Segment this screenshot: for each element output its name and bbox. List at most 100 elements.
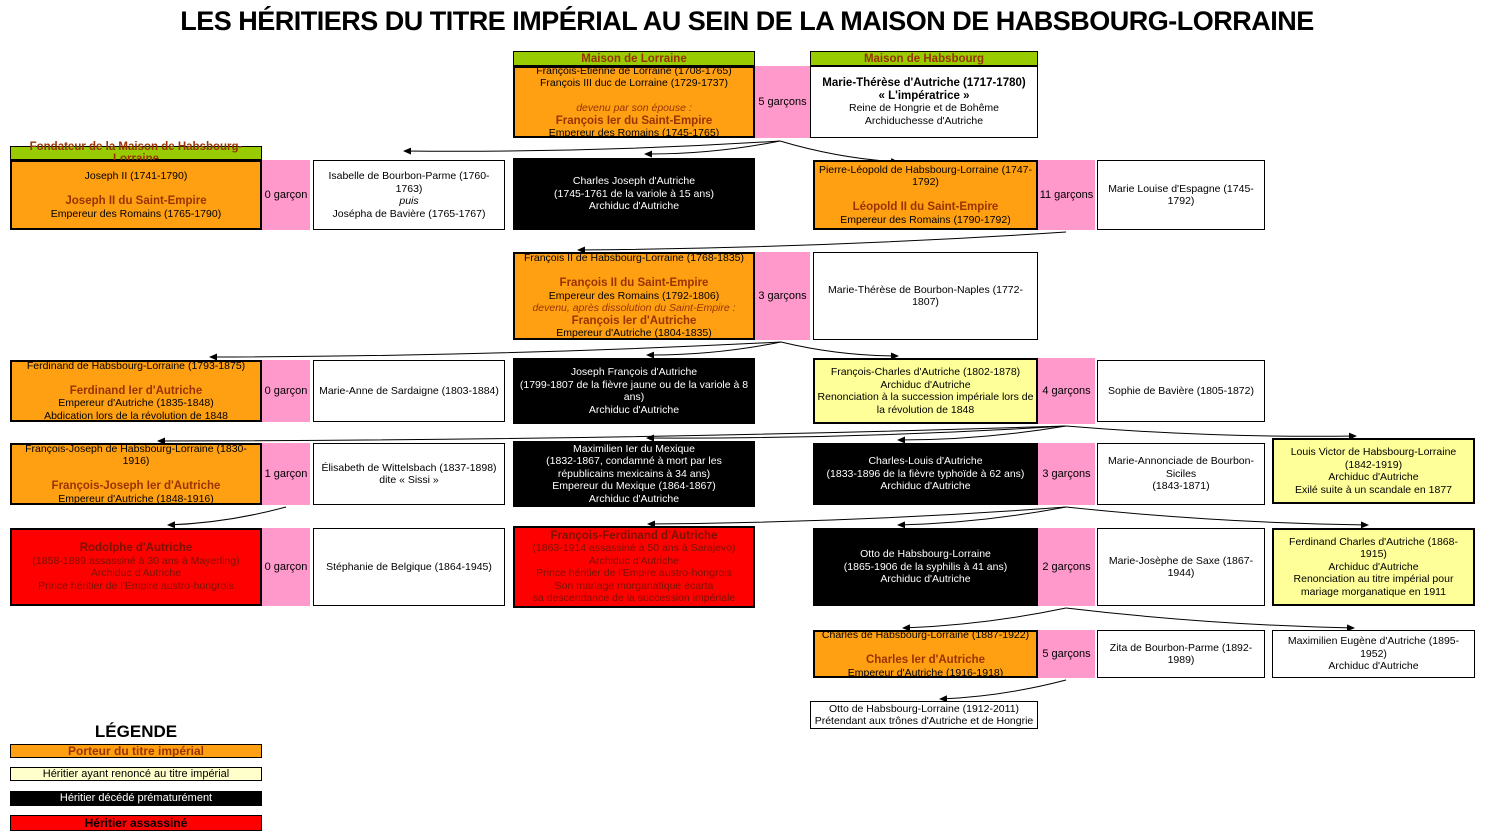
person-line: Joseph François d'Autriche <box>570 366 698 378</box>
person-line: Joseph II (1741-1790) <box>84 170 188 182</box>
person-line: (1865-1906 de la syphilis à 41 ans) <box>843 560 1008 573</box>
person-line: Charles Ier d'Autriche <box>865 654 986 666</box>
person-line: Archiduc d'Autriche <box>588 554 680 567</box>
person-box-otto-1912: Otto de Habsbourg-Lorraine (1912-2011)Pr… <box>810 701 1038 729</box>
person-box-marie-anne: Marie-Anne de Sardaigne (1803-1884) <box>313 360 505 422</box>
person-box-charles-joseph: Charles Joseph d'Autriche(1745-1761 de l… <box>513 158 755 230</box>
descendant-arrow <box>209 341 782 361</box>
person-line: Archiduc d'Autriche <box>588 403 680 416</box>
person-line: Exilé suite à un scandale en 1877 <box>1294 483 1453 496</box>
person-line: François II du Saint-Empire <box>559 277 709 290</box>
person-box-zita: Zita de Bourbon-Parme (1892-1989) <box>1097 630 1265 678</box>
person-line: Pierre-Léopold de Habsbourg-Lorraine (17… <box>818 163 1033 189</box>
person-line: Renonciation au titre impérial pour mari… <box>1293 573 1454 598</box>
person-line: Marie-Thérèse d'Autriche (1717-1780) <box>822 77 1026 89</box>
descendant-arrow <box>646 425 1067 442</box>
person-line <box>517 90 751 103</box>
person-box-maximilien: Maximilien Ier du Mexique(1832-1867, con… <box>513 441 755 507</box>
person-box-lorraine: François-Étienne de Lorraine (1708-1765)… <box>513 65 755 139</box>
legend-item-black: Héritier décédé prématurément <box>10 791 262 806</box>
person-box-joseph2: Joseph II (1741-1790) Joseph II du Saint… <box>10 160 262 230</box>
person-line: Abdication lors de la révolution de 1848 <box>44 409 228 422</box>
descendant-arrow <box>646 341 782 359</box>
person-line <box>14 468 258 481</box>
descendant-arrow <box>939 679 1067 703</box>
person-line: Isabelle de Bourbon-Parme (1760-1763) <box>328 170 490 195</box>
descendant-arrow <box>780 341 899 360</box>
person-line: (1799-1807 de la fièvre jaune ou de la v… <box>519 378 749 404</box>
person-line <box>517 265 751 278</box>
connector-c1: 5 garçons <box>755 66 810 138</box>
person-box-marie-therese: Marie-Thérèse d'Autriche (1717-1780)« L'… <box>810 66 1038 138</box>
person-box-charles1: Charles de Habsbourg-Lorraine (1887-1922… <box>813 629 1038 679</box>
person-line: Charles-Louis d'Autriche <box>868 455 983 468</box>
descendant-arrow <box>644 140 781 158</box>
connector-c2: 0 garçon <box>262 160 310 230</box>
connector-c10: 2 garçons <box>1038 528 1095 606</box>
person-line <box>14 183 258 196</box>
person-box-marie-annonciade: Marie-Annonciade de Bourbon-Siciles(1843… <box>1097 443 1265 505</box>
person-line: Rodolphe d'Autriche <box>79 542 193 554</box>
person-line: Empereur du Mexique (1864-1867) <box>552 480 716 493</box>
person-line: (1863-1914 assassiné à 50 ans à Sarajevo… <box>532 542 736 554</box>
person-line: Ferdinand Ier d'Autriche <box>69 384 203 397</box>
connector-c3: 11 garçons <box>1038 160 1095 230</box>
person-line: Archiduc d'Autriche <box>90 567 182 579</box>
descendant-arrow <box>1065 425 1357 440</box>
person-line: Archiduc d'Autriche <box>588 492 680 505</box>
person-box-isabelle: Isabelle de Bourbon-Parme (1760-1763)pui… <box>313 160 505 230</box>
person-line: Archiduc d'Autriche <box>1328 660 1419 673</box>
person-line: François Ier du Saint-Empire <box>555 114 713 127</box>
person-line: François Ier d'Autriche <box>571 314 697 327</box>
person-line: Archiduc d'Autriche <box>588 200 680 213</box>
legend-item-legend_yellow: Héritier ayant renoncé au titre impérial <box>10 767 262 781</box>
descendant-arrow <box>1065 607 1355 632</box>
person-line: Archiduc d'Autriche <box>880 573 971 586</box>
person-line: (1745-1761 de la variole à 15 ans) <box>554 187 714 200</box>
person-line: sa descendance de la succession impérial… <box>532 592 736 604</box>
person-box-francois2: François II de Habsbourg-Lorraine (1768-… <box>513 252 755 340</box>
person-line <box>817 642 1034 655</box>
person-line: « L'impératrice » <box>878 89 970 102</box>
house-header-maison-lorraine: Maison de Lorraine <box>513 51 755 66</box>
descendant-arrow <box>779 140 899 166</box>
person-line: Empereur des Romains (1792-1806) <box>548 289 720 302</box>
person-box-marie-josephe: Marie-Josèphe de Saxe (1867-1944) <box>1097 528 1265 606</box>
person-line: Archiduc d'Autriche <box>880 480 971 493</box>
legend-title: LÉGENDE <box>94 722 178 741</box>
descendant-arrow <box>157 425 1067 445</box>
connector-c11: 5 garçons <box>1038 630 1095 678</box>
person-box-francois-ferdinand: François-Ferdinand d'Autriche(1863-1914 … <box>513 526 755 608</box>
person-box-francois-charles: François-Charles d'Autriche (1802-1878)A… <box>813 358 1038 424</box>
person-line: François-Joseph Ier d'Autriche <box>51 480 221 493</box>
person-line: François III duc de Lorraine (1729-1737) <box>540 77 728 89</box>
person-line: Empereur des Romains (1765-1790) <box>50 207 222 220</box>
person-line: devenu par son épouse : <box>576 102 692 114</box>
person-line: Élisabeth de Wittelsbach (1837-1898) <box>321 461 497 474</box>
person-line: (1858-1889 assassiné à 30 ans à Mayerlin… <box>32 554 240 567</box>
person-line: Archiduc d'Autriche <box>1328 471 1419 483</box>
person-line: (1832-1867, condamné à mort par les répu… <box>546 455 722 480</box>
person-line: François-Ferdinand d'Autriche <box>550 529 718 542</box>
person-line: Charles de Habsbourg-Lorraine (1887-1922… <box>821 629 1030 641</box>
person-line: Marie-Josèphe de Saxe (1867-1944) <box>1108 554 1254 580</box>
person-line: Archiduc d'Autriche <box>1328 560 1419 573</box>
person-line: (1833-1896 de la fièvre typhoïde à 62 an… <box>826 467 1025 480</box>
connector-c7: 1 garçon <box>262 443 310 505</box>
person-line: Archiduc d'Autriche <box>880 378 971 391</box>
person-box-joseph-francois: Joseph François d'Autriche(1799-1807 de … <box>513 358 755 424</box>
person-box-stephanie: Stéphanie de Belgique (1864-1945) <box>313 528 505 606</box>
person-line: Otto de Habsbourg-Lorraine (1912-2011) <box>828 702 1020 715</box>
person-line <box>817 189 1034 202</box>
connector-c5: 0 garçon <box>262 360 310 422</box>
person-line: Marie-Thérèse de Bourbon-Naples (1772-18… <box>828 283 1023 309</box>
person-line: Otto de Habsbourg-Lorraine <box>860 548 991 561</box>
person-line: Sophie de Bavière (1805-1872) <box>1108 384 1254 397</box>
person-line: Maximilien Eugène d'Autriche (1895-1952) <box>1287 635 1460 660</box>
person-line: Reine de Hongrie et de Bohême <box>848 102 999 114</box>
person-line: puis <box>399 195 419 207</box>
person-box-francois-joseph: François-Joseph de Habsbourg-Lorraine (1… <box>10 443 262 505</box>
person-line: Prince héritier de l'Empire austro-hongr… <box>38 579 234 592</box>
person-line: Empereur d'Autriche (1916-1918) <box>847 666 1004 679</box>
page-title: LES HÉRITIERS DU TITRE IMPÉRIAL AU SEIN … <box>180 6 1314 36</box>
